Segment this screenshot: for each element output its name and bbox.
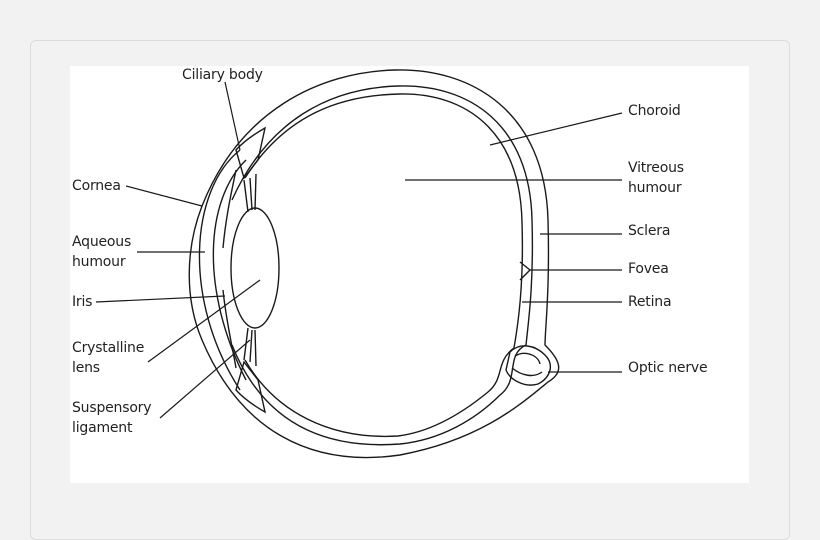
sclera-outline	[188, 69, 560, 459]
suspensory-ligament-upper	[243, 173, 257, 213]
label-vitreous-humour-line2: humour	[628, 180, 682, 196]
label-aqueous-humour-line2: humour	[72, 254, 126, 270]
leader-cornea	[125, 185, 203, 207]
choroid-outline	[231, 85, 534, 446]
leader-iris	[95, 295, 226, 303]
label-choroid: Choroid	[628, 103, 681, 119]
label-aqueous-humour-line1: Aqueous	[72, 234, 132, 250]
optic-nerve-shape	[505, 345, 552, 386]
leader-ciliary-body	[224, 81, 241, 151]
ciliary-body-upper	[235, 126, 267, 180]
label-crystalline-lens-line1: Crystalline	[72, 340, 145, 356]
diagram-panel	[70, 66, 749, 483]
leader-crystalline-lens	[147, 279, 261, 363]
label-optic-nerve: Optic nerve	[628, 360, 708, 376]
lens-shape	[230, 207, 280, 329]
label-suspensory-ligament-line1: Suspensory	[72, 400, 152, 416]
iris-lower	[222, 289, 237, 369]
iris-upper	[222, 169, 237, 249]
label-retina: Retina	[628, 294, 672, 310]
eye-diagram	[95, 69, 623, 459]
label-crystalline-lens-line2: lens	[72, 360, 100, 376]
cornea-outline	[198, 149, 241, 391]
label-suspensory-ligament-line2: ligament	[72, 420, 133, 436]
retina-outline	[244, 93, 524, 438]
leader-choroid	[489, 112, 623, 146]
label-iris: Iris	[72, 294, 93, 310]
label-fovea: Fovea	[628, 261, 669, 277]
optic-nerve-inner	[511, 352, 543, 377]
ciliary-body-lower	[235, 360, 267, 414]
label-ciliary-body: Ciliary body	[182, 67, 263, 83]
label-sclera: Sclera	[628, 223, 671, 239]
leader-suspensory-ligament	[159, 339, 251, 419]
label-cornea: Cornea	[72, 178, 121, 194]
cornea-inner-outline	[212, 159, 247, 381]
label-vitreous-humour-line1: Vitreous	[628, 160, 684, 176]
